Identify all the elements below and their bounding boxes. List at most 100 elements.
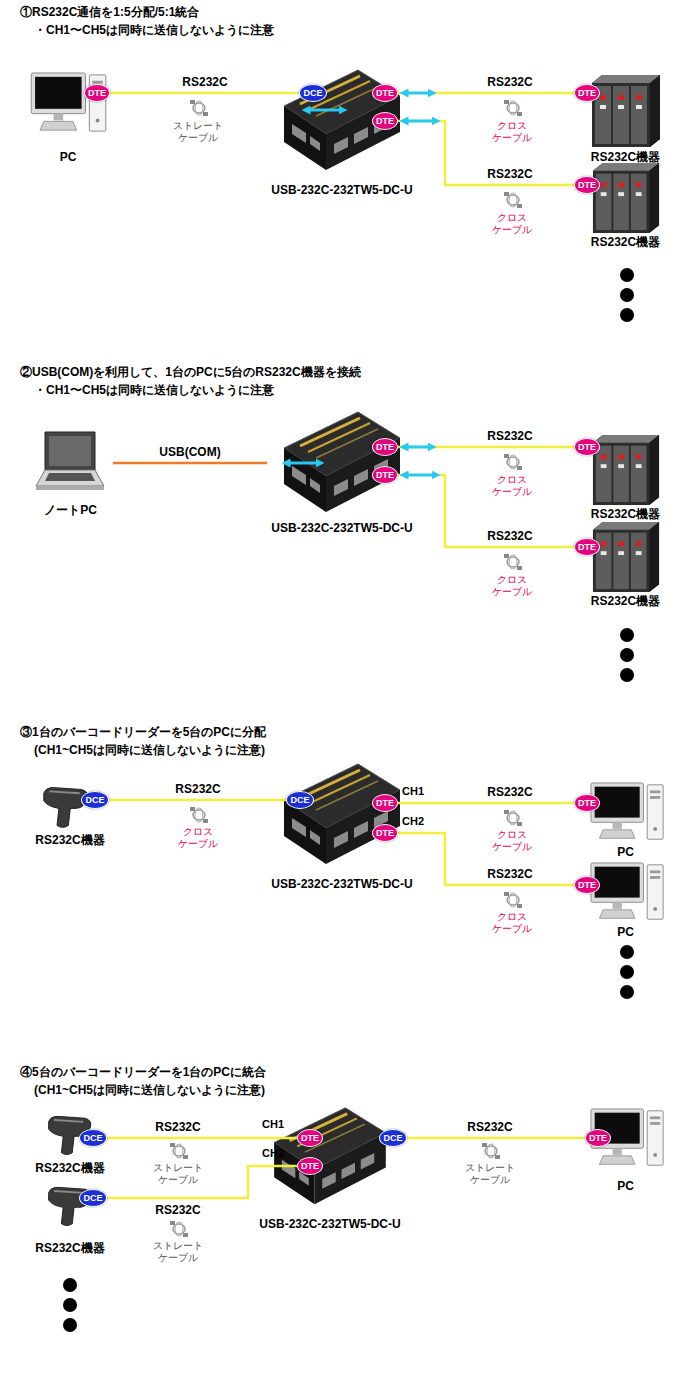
connection-label: USB(COM) <box>157 445 222 459</box>
badge-text: DCE <box>303 88 322 98</box>
badge-text: DTE <box>578 88 596 98</box>
badge-text: DCE <box>290 795 309 805</box>
converter-node: USB-232C-232TW5-DC-UDCEDTEDTE <box>267 758 417 892</box>
device-name: PC <box>60 150 77 165</box>
dce-badge: DCE <box>286 791 314 809</box>
rs232c-device-node: RS232C機器DTE <box>578 70 673 165</box>
dte-badge: DTE <box>574 538 600 556</box>
badge-text: DTE <box>376 798 394 808</box>
continuation-dot <box>620 308 634 322</box>
dte-badge: DTE <box>372 84 398 102</box>
rs232c-device-icon <box>593 435 659 505</box>
dte-badge: DTE <box>574 794 600 812</box>
continuation-dot <box>620 965 634 979</box>
dte-badge: DTE <box>297 1129 323 1147</box>
connection-label: RS232C <box>465 1120 514 1134</box>
device-name: RS232C機器 <box>35 1241 104 1256</box>
connection-label: RS232C <box>485 429 534 443</box>
device-name: RS232C機器 <box>591 507 660 522</box>
continuation-dot <box>620 268 634 282</box>
cable-icon <box>190 100 208 116</box>
data-flow-arrow <box>404 92 432 95</box>
section-heading: ③1台のバーコードリーダーを5台のPCに分配 <box>20 725 266 739</box>
badge-text: DTE <box>301 1161 319 1171</box>
dte-badge: DTE <box>574 84 600 102</box>
connection-label: RS232C <box>485 529 534 543</box>
continuation-dot <box>63 1318 77 1332</box>
converter-node: USB-232C-232TW5-DC-U DTE DTE <box>267 406 417 536</box>
device-name: PC <box>617 1179 634 1194</box>
badge-text: DTE <box>578 880 596 890</box>
cable-line <box>107 1137 297 1140</box>
laptop-node: ノートPC <box>28 428 113 518</box>
device-name: RS232C機器 <box>591 594 660 609</box>
badge-text: DTE <box>376 470 394 480</box>
cable-line <box>110 92 299 95</box>
device-name: USB-232C-232TW5-DC-U <box>271 521 412 536</box>
badge-text: DTE <box>88 88 106 98</box>
cable-icon <box>504 192 522 208</box>
device-name: USB-232C-232TW5-DC-U <box>271 183 412 198</box>
dce-badge: DCE <box>299 84 327 102</box>
caution-note: (CH1~CH5は同時に送信しないように注意) <box>34 743 265 757</box>
continuation-dot <box>620 628 634 642</box>
caution-note: (CH1~CH5は同時に送信しないように注意) <box>34 1083 265 1097</box>
continuation-dot <box>620 648 634 662</box>
channel-label: CH1 <box>262 1117 284 1131</box>
device-name: PC <box>617 925 634 940</box>
converter-icon <box>284 764 400 864</box>
section-heading: ②USB(COM)を利用して、1台のPCに5台のRS232C機器を接続 <box>20 365 361 379</box>
continuation-dot <box>620 668 634 682</box>
continuation-dot <box>620 985 634 999</box>
cable-line <box>407 1137 585 1140</box>
dte-badge: DTE <box>372 466 398 484</box>
continuation-dot <box>620 288 634 302</box>
cable-icon <box>504 554 522 570</box>
connection-label: RS232C <box>153 1203 202 1217</box>
cable-icon <box>190 807 208 823</box>
cable-icon <box>504 810 522 826</box>
connection-label: RS232C <box>485 785 534 799</box>
cable-type: ストレート ケーブル <box>460 1162 520 1186</box>
section-heading: ④5台のバーコードリーダーを1台のPCに統合 <box>20 1065 266 1079</box>
cable-line <box>109 799 286 802</box>
cable-type: クロス ケーブル <box>482 829 542 853</box>
data-flow-arrow <box>404 120 436 123</box>
rs232c-device-node: RS232C機器DTE <box>578 430 673 522</box>
cable-line <box>398 475 574 547</box>
dce-badge: DCE <box>79 1189 107 1207</box>
connection-label: RS232C <box>485 75 534 89</box>
converter-icon <box>284 412 400 512</box>
continuation-dot <box>620 945 634 959</box>
data-flow-arrow <box>404 474 436 477</box>
data-flow-arrow <box>404 446 432 449</box>
badge-text: DTE <box>578 180 596 190</box>
dte-badge: DTE <box>372 438 398 456</box>
data-flow-arrow <box>306 109 343 112</box>
cable-icon <box>170 1221 188 1237</box>
device-name: RS232C機器 <box>591 235 660 250</box>
badge-text: DTE <box>376 828 394 838</box>
pc-node: PC DTE <box>578 1104 673 1194</box>
connection-label: RS232C <box>173 782 222 796</box>
cable-type: ストレート ケーブル <box>148 1240 208 1264</box>
badge-text: DTE <box>578 798 596 808</box>
pc-icon <box>591 783 663 839</box>
channel-label: CH2 <box>262 1146 284 1160</box>
pc-node: PC DTE <box>578 858 673 940</box>
dte-badge: DTE <box>372 794 398 812</box>
barcode-reader-node: RS232C機器DCE <box>20 782 120 848</box>
cable-line <box>398 802 574 805</box>
cable-type: ストレート ケーブル <box>168 120 228 144</box>
dce-badge: DCE <box>81 791 109 809</box>
connection-label: RS232C <box>180 75 229 89</box>
barcode-reader-icon <box>44 788 88 828</box>
rs232c-device-node: RS232C機器DTE <box>578 517 673 609</box>
badge-text: DTE <box>589 1133 607 1143</box>
converter-node: USB-232C-232TW5-DC-UDCEDTEDTE <box>267 64 417 198</box>
